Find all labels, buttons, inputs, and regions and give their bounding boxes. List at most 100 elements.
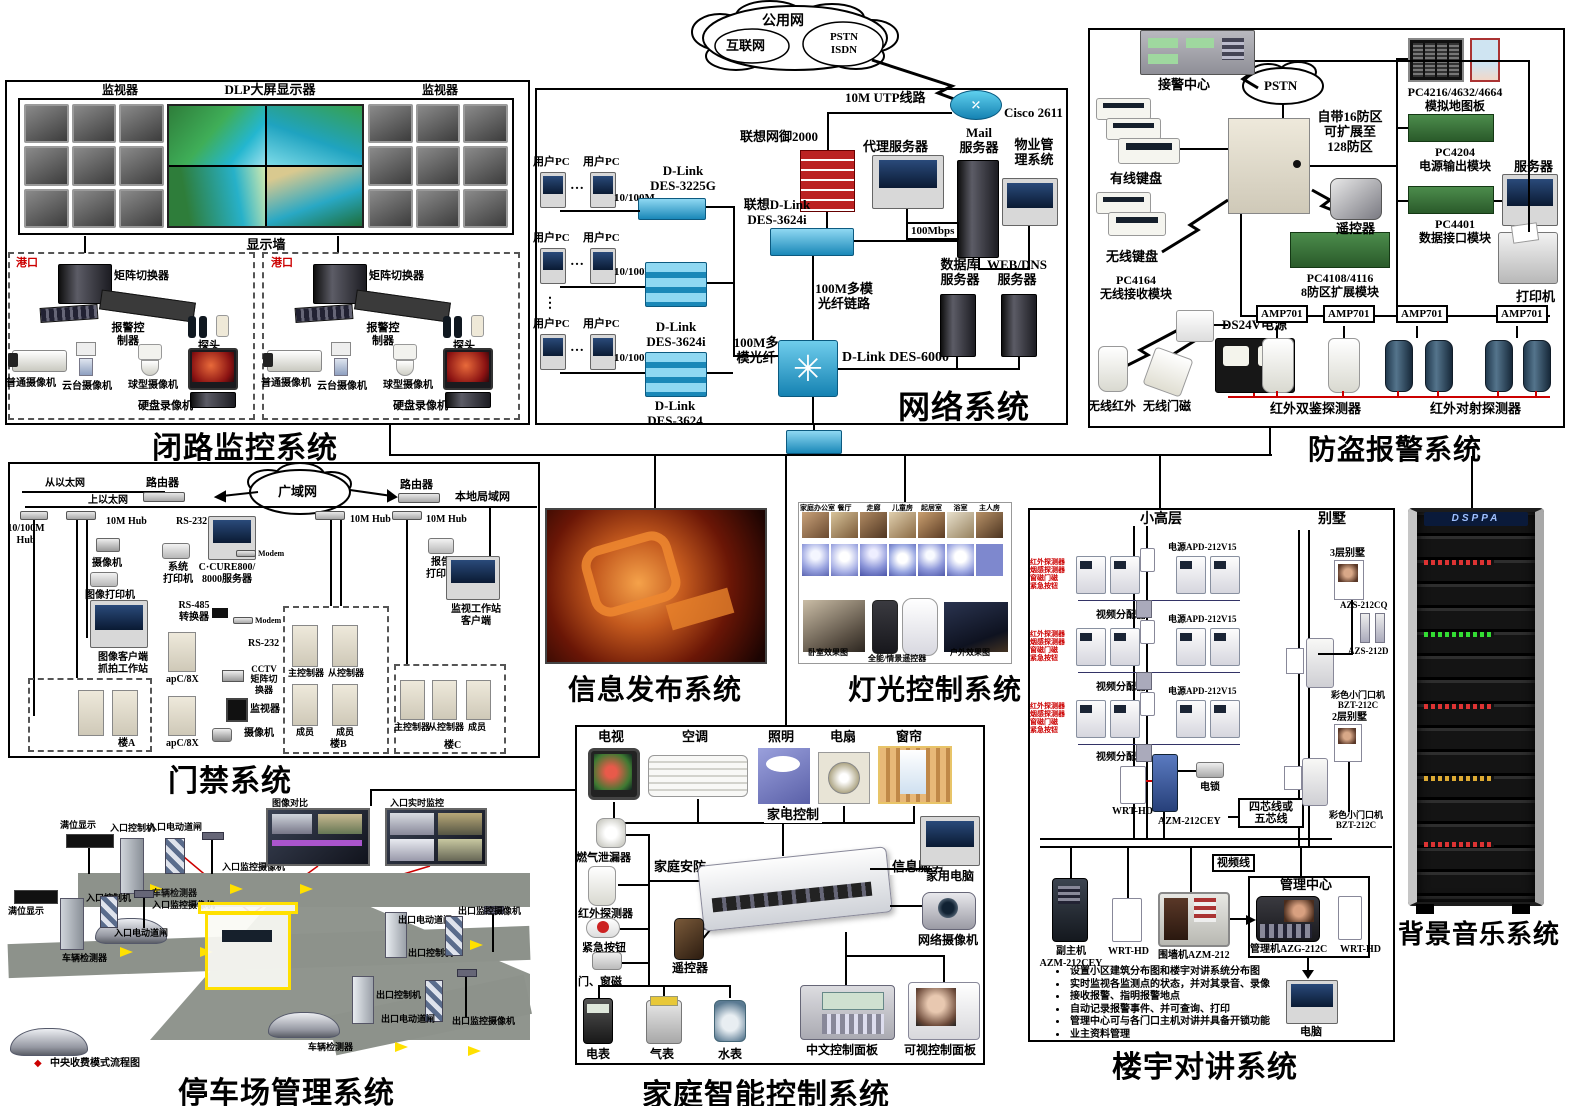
note-item: 设置小区建筑分布图和楼宇对讲系统分布图 [1056, 966, 1284, 979]
floor-sensors-label: 红外探测器 烟感探测器 窗磁门磁 紧急按钮 [1030, 702, 1065, 735]
rack-brand-label: DSPPA [1424, 512, 1528, 526]
line [648, 834, 650, 966]
amp701-box: AMP701 [1396, 305, 1448, 324]
lamp-photo [889, 544, 916, 576]
cctv-monitor-right-label: 监视器 [421, 83, 458, 97]
modem-label: Modem [255, 616, 282, 625]
line [330, 520, 332, 606]
display-wall-label: 显示墙 [246, 237, 286, 252]
lamp-photo [860, 544, 887, 576]
wrt-hd-label: WRT-HD [1108, 946, 1149, 957]
master-controller-device [292, 625, 318, 667]
slave-controller-device [332, 625, 358, 667]
rack-leds [1424, 560, 1494, 565]
villa-door-unit-device [1306, 638, 1334, 688]
curtain-window [900, 750, 926, 794]
entry-gate-label: 入口电动道闸 [148, 822, 203, 832]
network-title: 网络系统 [898, 389, 1031, 425]
gas-meter-device [646, 1000, 682, 1044]
riser-line [1133, 526, 1135, 840]
highrise-label: 小高层 [1140, 512, 1182, 527]
cn-panel-label: 中文控制面板 [806, 1043, 879, 1057]
ptz-camera-device [331, 342, 351, 356]
line [406, 520, 408, 664]
infopub-title: 信息发布系统 [568, 675, 743, 706]
villa-door-unit-label: 彩色小门口机 BZT-212C [1330, 690, 1385, 711]
exit-controller-device [385, 912, 407, 958]
building-a-label: 楼A [118, 738, 136, 749]
indoor-unit [1210, 700, 1240, 738]
wan-arrows [213, 489, 398, 503]
line [845, 932, 847, 985]
wall-machine-keys [1194, 898, 1216, 922]
line [943, 955, 945, 982]
sub-host-keys [1058, 886, 1080, 904]
dvr-monitor-screen [192, 352, 234, 382]
parking-title: 停车场管理系统 [178, 1077, 395, 1106]
full-sign-device [14, 890, 58, 904]
entry-gate-label: 入口电动道闸 [114, 928, 169, 938]
user-pc-label: 用户PC [583, 318, 620, 330]
gas-meter-top [650, 996, 678, 1006]
rs485-device [212, 608, 228, 618]
panic-button-red [597, 921, 609, 933]
normal-camera-label: 普通摄像机 [6, 378, 56, 389]
hub-device [66, 511, 96, 520]
monitor-cell [463, 146, 508, 186]
lane-arrow [468, 1046, 481, 1056]
unit-bus [1078, 672, 1240, 673]
line [1127, 848, 1129, 898]
router-device [143, 492, 185, 502]
entry-gate-device [165, 838, 185, 874]
unit-bus [1078, 600, 1240, 601]
gas-meter-label: 气表 [650, 1047, 675, 1061]
screen-thumb [390, 839, 434, 861]
wireless-ir-label: 无线红外 [1088, 399, 1137, 413]
pc4204-label: PC4204 电源输出模块 [1418, 145, 1491, 173]
alarm-center-label: 接警中心 [1158, 77, 1211, 92]
line [1416, 326, 1418, 338]
pc4164-device [1176, 310, 1214, 342]
camera-pole [465, 975, 467, 1017]
bedroom-label: 卧室效果图 [808, 648, 848, 657]
sign-pole [88, 848, 90, 874]
line [84, 236, 86, 253]
line [733, 355, 778, 357]
azm-main-device [1152, 754, 1178, 812]
monitor-cell [119, 146, 164, 186]
bolt-pc4164-ir [1117, 328, 1179, 372]
exit-cam-label: 出口监控摄像机 [458, 906, 522, 916]
des6000-label: D-Link DES-6000 [842, 350, 949, 365]
modem-device [233, 617, 253, 624]
dots: … [570, 178, 584, 193]
home-security-label: 家庭安防 [652, 859, 709, 875]
booth-screen [222, 930, 272, 942]
line [337, 236, 339, 253]
firewall-device [800, 150, 855, 212]
hub-device [20, 511, 48, 520]
line [1178, 770, 1196, 772]
screen-thumb [272, 814, 312, 834]
led-screen-photo [545, 508, 767, 664]
user-pc-label: 用户PC [533, 318, 570, 330]
dome-camera-label: 球型摄像机 [128, 380, 178, 391]
villa3-label: 3层别墅 [1330, 548, 1365, 559]
video-panel-label: 可视控制面板 [904, 1043, 977, 1057]
note-item: 自动记录报警事件、并可查询、打印 [1056, 1004, 1284, 1017]
legend-label: 中央收费模式流程图 [50, 1058, 140, 1069]
line [1228, 816, 1238, 818]
line [25, 506, 537, 508]
line [560, 210, 640, 212]
cctv-subsystem-b [262, 252, 520, 420]
lamp-photo [802, 544, 829, 576]
line [598, 985, 600, 998]
video-phone-keys [1260, 924, 1312, 938]
access-title: 门禁系统 [168, 765, 292, 798]
line [620, 928, 650, 930]
line [1396, 58, 1408, 60]
video-dist-label: 视频分配器 [1096, 610, 1146, 621]
arrow-to-pc [1302, 970, 1314, 979]
printer-paper [1510, 222, 1540, 244]
indoor-unit [1110, 700, 1140, 738]
room-label: 起居室 [921, 504, 942, 512]
